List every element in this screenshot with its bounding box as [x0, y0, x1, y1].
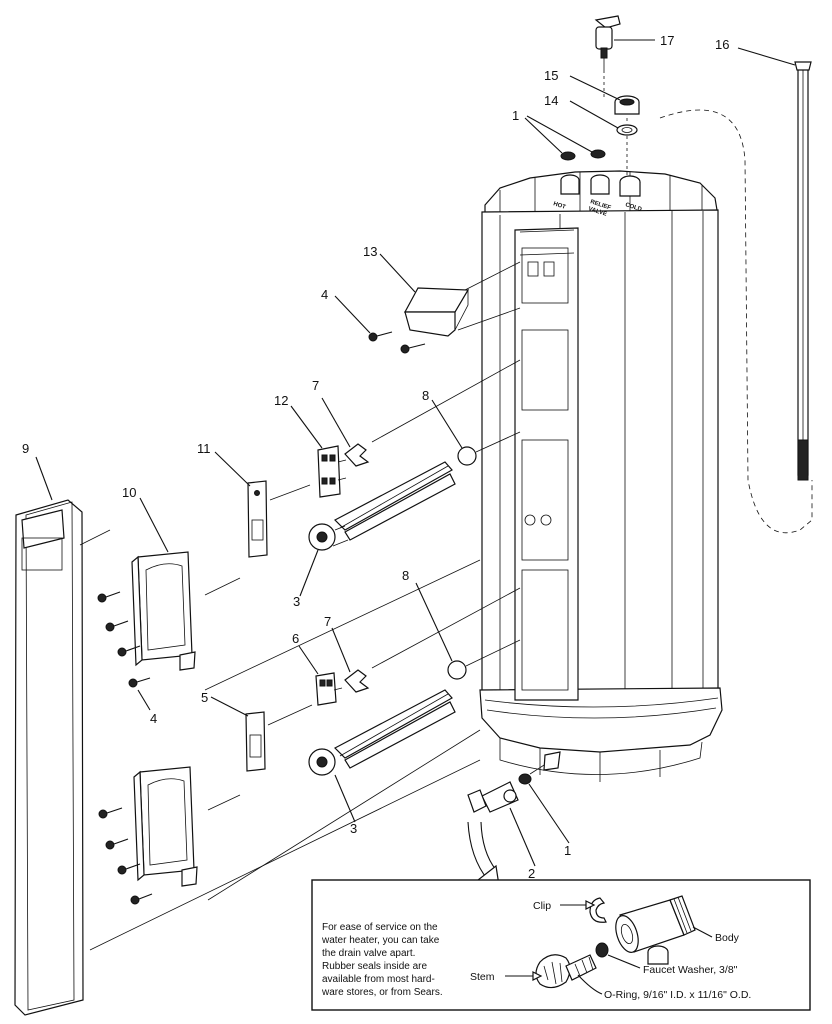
clip-7-upper — [344, 443, 370, 467]
callout-15: 15 — [544, 68, 558, 83]
leader-7-upper — [321, 397, 351, 448]
callout-4-top: 4 — [321, 287, 328, 302]
leader-6 — [298, 645, 319, 675]
access-cover-10-lower — [133, 766, 198, 887]
leader-9 — [35, 456, 53, 501]
top-fittings — [560, 174, 641, 197]
clip-7-lower — [344, 669, 370, 693]
screws-4-upper — [368, 331, 426, 354]
nipple-15 — [614, 95, 640, 115]
leader-1-lower — [528, 783, 570, 844]
note-line-3: the drain valve apart. — [322, 948, 415, 959]
leader-12 — [290, 405, 323, 449]
label-body: Body — [715, 932, 740, 944]
washer-14 — [616, 124, 638, 136]
leader-11 — [214, 451, 251, 487]
callout-9: 9 — [22, 441, 29, 456]
leader-13 — [379, 253, 416, 293]
relief-valve-17 — [594, 15, 621, 70]
label-faucet-washer: Faucet Washer, 3/8" — [643, 964, 738, 976]
leader-14 — [569, 100, 619, 129]
heating-element-3-lower — [308, 689, 456, 776]
callout-11: 11 — [197, 441, 211, 456]
callout-17: 17 — [660, 33, 674, 48]
callout-2: 2 — [528, 866, 535, 881]
callout-1-lower: 1 — [564, 843, 571, 858]
note-line-5: available from most hard- — [322, 974, 435, 985]
leader-2 — [509, 807, 536, 867]
access-cover-10-upper — [131, 551, 196, 671]
leader-3-upper — [299, 549, 319, 597]
callout-13: 13 — [363, 244, 377, 259]
leader-16 — [737, 47, 796, 66]
leader-3-lower — [334, 774, 356, 823]
note-line-1: For ease of service on the — [322, 922, 438, 933]
leader-10 — [139, 497, 169, 553]
bracket-13 — [403, 287, 470, 337]
heat-trap-1a — [560, 151, 576, 161]
callout-12: 12 — [274, 393, 288, 408]
label-clip: Clip — [533, 900, 551, 912]
callout-1-top: 1 — [512, 108, 519, 123]
hot-label: HOT — [552, 201, 566, 211]
callout-4-lower: 4 — [150, 711, 157, 726]
terminal-cover-11 — [247, 480, 268, 558]
leader-5 — [210, 696, 249, 717]
leader-4-lower — [137, 689, 151, 711]
callout-7-lower: 7 — [324, 614, 331, 629]
front-panel-9 — [14, 499, 84, 1016]
leader-1-top — [524, 115, 593, 154]
callout-10: 10 — [122, 485, 136, 500]
inset-stem — [535, 954, 597, 989]
drain-valve-inset: For ease of service on the water heater,… — [311, 879, 811, 1011]
terminal-cover-5 — [245, 711, 266, 772]
callout-8-lower: 8 — [402, 568, 409, 583]
label-o-ring: O-Ring, 9/16" I.D. x 11/16" O.D. — [604, 989, 751, 1001]
callout-14: 14 — [544, 93, 558, 108]
leader-7-lower — [331, 627, 351, 673]
heating-element-3-upper — [308, 461, 456, 551]
inset-body — [615, 895, 696, 965]
leader-8-upper — [431, 399, 463, 449]
tank: HOT RELIEF VALVE COLD — [479, 170, 723, 782]
cold-label: COLD — [624, 202, 643, 213]
heat-trap-1b — [590, 149, 606, 159]
relief-valve-label-2: VALVE — [587, 206, 607, 218]
callout-5: 5 — [201, 690, 208, 705]
callout-6: 6 — [292, 631, 299, 646]
note-line-2: water heater, you can take — [321, 935, 440, 946]
note-line-4: Rubber seals inside are — [322, 961, 427, 972]
callout-3-lower: 3 — [350, 821, 357, 836]
leader-4-top — [334, 295, 371, 334]
gasket-8-lower — [447, 660, 467, 680]
thermostat-12 — [317, 445, 347, 498]
inset-faucet-washer — [595, 942, 609, 958]
callout-16: 16 — [715, 37, 729, 52]
leader-8-lower — [415, 582, 453, 662]
callout-8-upper: 8 — [422, 388, 429, 403]
note-line-6: ware stores, or from Sears. — [321, 987, 443, 998]
drain-valve-2 — [467, 773, 532, 813]
label-stem: Stem — [470, 971, 495, 983]
callout-7-upper: 7 — [312, 378, 319, 393]
anode-rod-16 — [659, 61, 813, 534]
screws-4-lower — [97, 591, 153, 905]
gasket-8-upper — [457, 446, 477, 466]
inset-note: For ease of service on the water heater,… — [321, 922, 443, 998]
leader-15 — [569, 75, 621, 101]
thermostat-6 — [315, 672, 343, 706]
callout-3-upper: 3 — [293, 594, 300, 609]
